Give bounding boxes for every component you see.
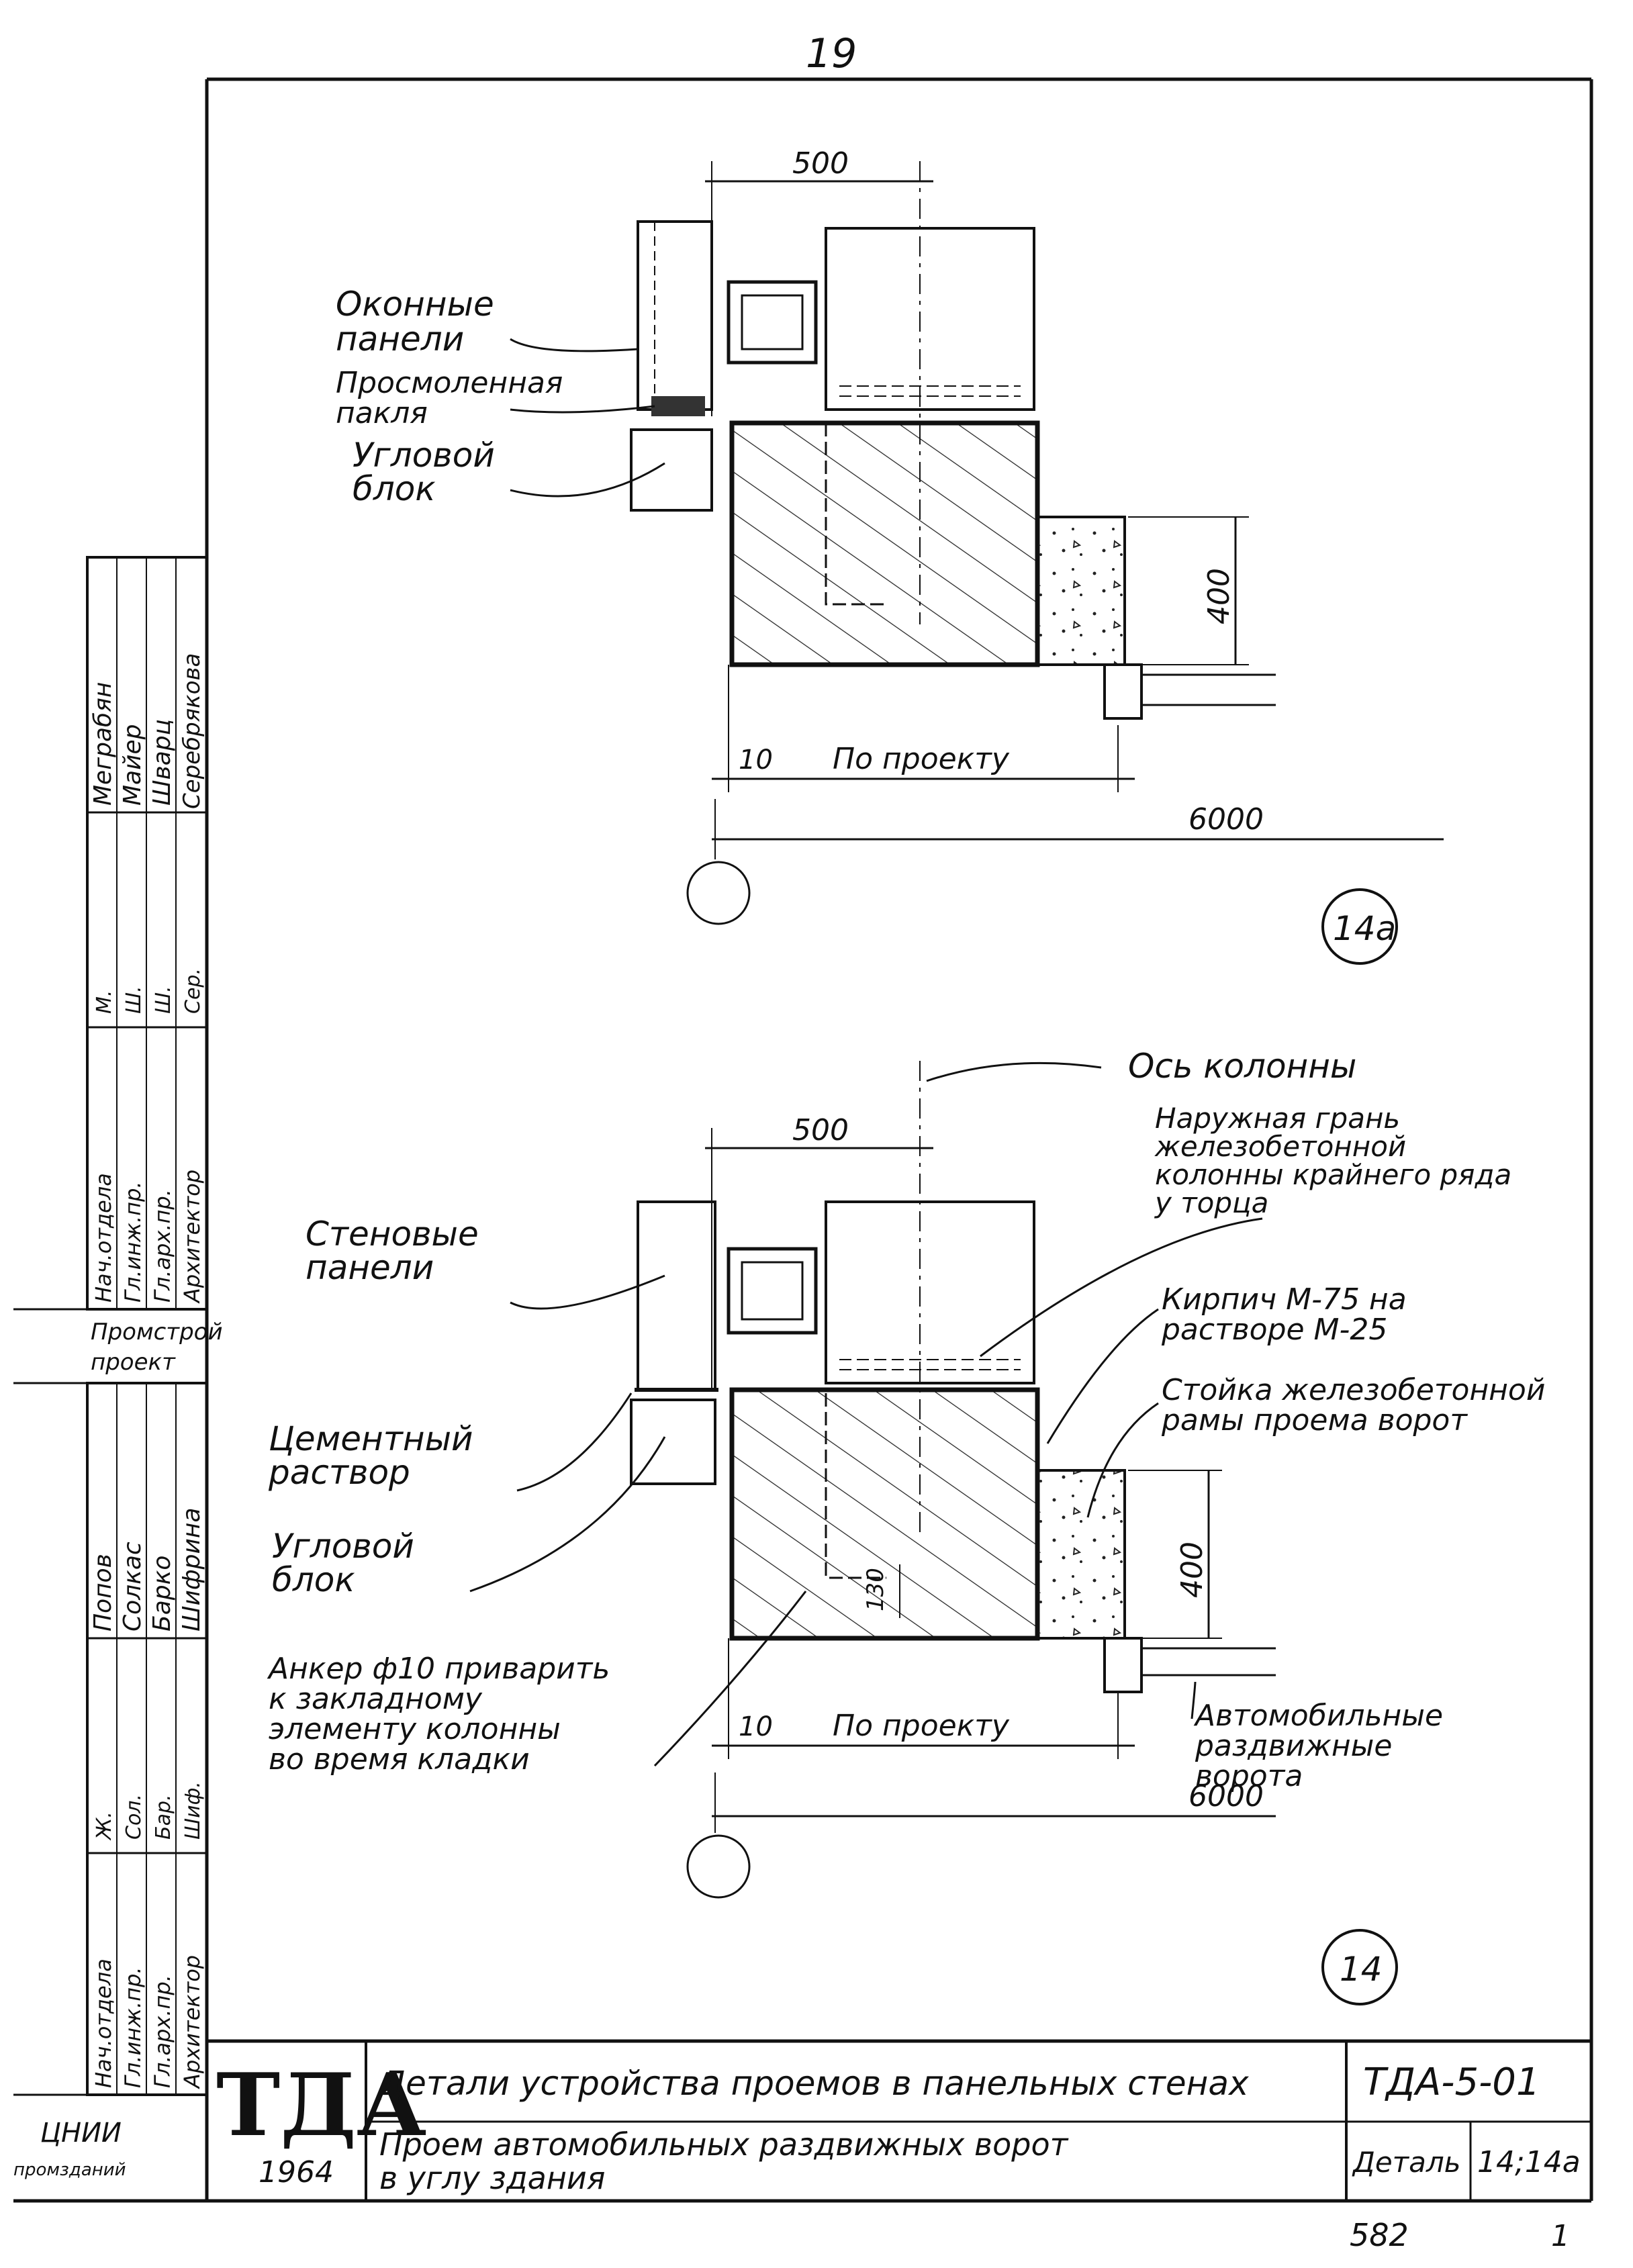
- dim-500-14a: 500: [792, 146, 849, 181]
- stamp-org-1b: проект: [91, 1349, 176, 1376]
- dim-6000-14a: 6000: [1188, 802, 1264, 837]
- dim-400-14a: 400: [1202, 568, 1236, 624]
- stamp2-signature-1: Ж.: [93, 1811, 116, 1841]
- dim-130-14: 130: [862, 1568, 889, 1611]
- title-line-3: в углу здания: [379, 2160, 605, 2196]
- column-14: [825, 1200, 1035, 1384]
- title-detail-value: 14;14а: [1477, 2145, 1581, 2179]
- stamp-signature-2: Ш.: [122, 986, 146, 1014]
- label-anchor: Анкер ф10 приварить к закладному элемент…: [267, 1652, 619, 1777]
- concrete-post-14: [1036, 1469, 1126, 1640]
- stamp2-signature-4: Шиф.: [181, 1781, 205, 1840]
- detail-14: Ось колонны 130 500 400: [267, 1047, 1554, 2005]
- title-line-1: Детали устройства проемов в панельных ст…: [378, 2064, 1249, 2103]
- title-detail-label: Деталь: [1352, 2146, 1460, 2179]
- stamp-org-2b: промзданий: [13, 2160, 126, 2180]
- dim-6000-14: 6000: [1188, 1779, 1264, 1813]
- corner-block-14: [630, 1399, 716, 1485]
- label-gates: Автомобильные раздвижные ворота: [1193, 1699, 1452, 1793]
- stamp-name-2: Майер: [119, 724, 146, 806]
- stamp2-role-2: Гл.инж.пр.: [120, 1967, 146, 2088]
- stamp2-role-4: Архитектор: [179, 1955, 205, 2089]
- label-tarred-tow: Просмоленная пакля: [336, 366, 572, 430]
- label-cement-mortar: Цементный раствор: [268, 1419, 483, 1492]
- left-stamp: Меграбян Майер Шварц Серебрякова М. Ш. Ш…: [13, 556, 223, 2180]
- stamp-org-1a: Промстрой: [91, 1319, 223, 1345]
- stamp-role-4: Архитектор: [179, 1170, 205, 1304]
- dim-400-14: 400: [1175, 1542, 1209, 1598]
- dim-10-14: 10: [739, 1711, 773, 1742]
- title-code: ТДА-5-01: [1363, 2061, 1540, 2104]
- stamp2-name-3: Барко: [148, 1556, 176, 1632]
- dim-500-14: 500: [792, 1113, 849, 1147]
- detail-14a: 500 400 10 По проекту 6000 14a Оконные п…: [336, 146, 1444, 965]
- label-corner-block-14: Угловой блок: [272, 1527, 425, 1599]
- page-number: 19: [806, 30, 857, 77]
- stamp-signature-3: Ш.: [152, 986, 175, 1014]
- stamp-name-3: Шварц: [148, 719, 176, 806]
- label-outer-face: Наружная грань железобетонной колонны кр…: [1154, 1102, 1521, 1219]
- column-14a: [825, 227, 1035, 411]
- label-wall-panels: Стеновые панели: [306, 1215, 489, 1287]
- stamp-role-1: Нач.отдела: [91, 1173, 116, 1303]
- stamp2-role-3: Гл.арх.пр.: [150, 1975, 175, 2088]
- detail-marker-14: [1321, 1929, 1398, 2005]
- stamp-role-3: Гл.арх.пр.: [150, 1189, 175, 1303]
- footer-sheet: 1: [1551, 2219, 1570, 2253]
- stamp-signature-4: Сер.: [181, 968, 205, 1014]
- title-logo: ТДА: [216, 2055, 426, 2156]
- brick-masonry-14: [729, 1387, 1040, 1641]
- concrete-post-14a: [1036, 516, 1126, 666]
- corner-block-14a: [630, 428, 713, 512]
- label-post: Стойка железобетонной рамы проема ворот: [1161, 1373, 1554, 1437]
- stamp2-signature-2: Сол.: [122, 1794, 146, 1840]
- footer-number: 582: [1350, 2217, 1409, 2253]
- wall-panel: [637, 1200, 716, 1391]
- stamp2-name-2: Солкас: [119, 1542, 146, 1632]
- stamp2-role-1: Нач.отдела: [91, 1958, 116, 2088]
- tarred-tow: [651, 396, 705, 416]
- dim-project-14a: По проекту: [833, 742, 1010, 776]
- window-panel: [637, 220, 713, 411]
- label-corner-block-14a: Угловой блок: [353, 436, 506, 508]
- label-window-panels: Оконные панели: [336, 285, 505, 359]
- stamp-name-4: Серебрякова: [179, 653, 205, 809]
- stamp-role-2: Гл.инж.пр.: [120, 1181, 146, 1303]
- dim-project-14: По проекту: [833, 1709, 1010, 1743]
- brick-masonry-14a: [729, 420, 1040, 667]
- detail-marker-14-label: 14: [1340, 1950, 1383, 1989]
- grid-axis-circle-14: [686, 1834, 751, 1899]
- detail-marker-14a: [1321, 888, 1398, 965]
- stamp-signature-1: М.: [93, 990, 116, 1014]
- label-brick: Кирпич М-75 на растворе М-25: [1161, 1282, 1416, 1347]
- stamp-org-2a: ЦНИИ: [40, 2118, 122, 2148]
- title-block: ТДА 1964 Детали устройства проемов в пан…: [207, 2039, 1591, 2201]
- grid-axis-circle-14a: [686, 861, 751, 925]
- title-year: 1964: [259, 2155, 334, 2189]
- label-column-axis: Ось колонны: [1128, 1047, 1356, 1086]
- stamp-name-1: Меграбян: [89, 682, 117, 806]
- stamp2-name-1: Попов: [89, 1554, 117, 1632]
- title-line-2: Проем автомобильных раздвижных ворот: [379, 2126, 1069, 2163]
- detail-marker-14a-label: 14a: [1333, 909, 1396, 948]
- stamp2-signature-3: Бар.: [152, 1794, 175, 1840]
- dim-10-14a: 10: [739, 745, 773, 775]
- stamp2-name-4: Шифрина: [178, 1507, 205, 1632]
